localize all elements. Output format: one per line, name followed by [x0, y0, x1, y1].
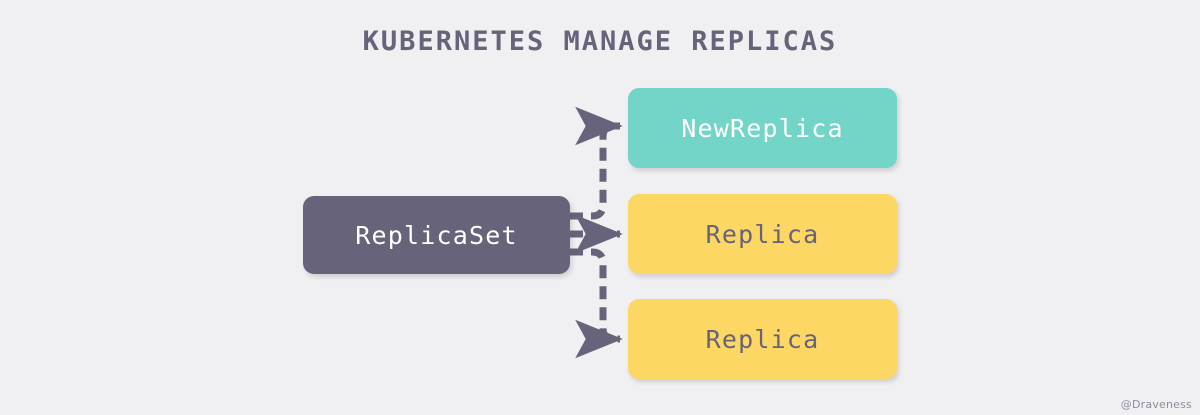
node-new-replica[interactable]: NewReplica	[628, 88, 897, 168]
node-replicaset[interactable]: ReplicaSet	[303, 196, 570, 274]
node-new-replica-label: NewReplica	[681, 113, 844, 143]
page-title: KUBERNETES MANAGE REPLICAS	[362, 26, 838, 57]
node-replica-2-label: Replica	[705, 324, 820, 354]
node-replicaset-label: ReplicaSet	[355, 220, 518, 250]
node-replica-2[interactable]: Replica	[628, 299, 897, 379]
node-replica-1[interactable]: Replica	[628, 194, 897, 274]
edge-replicaset-to-new-replica	[570, 106, 623, 220]
watermark: @Draveness	[1120, 398, 1192, 411]
node-replica-1-label: Replica	[705, 219, 820, 249]
edge-replicaset-to-replica-2	[570, 248, 623, 359]
